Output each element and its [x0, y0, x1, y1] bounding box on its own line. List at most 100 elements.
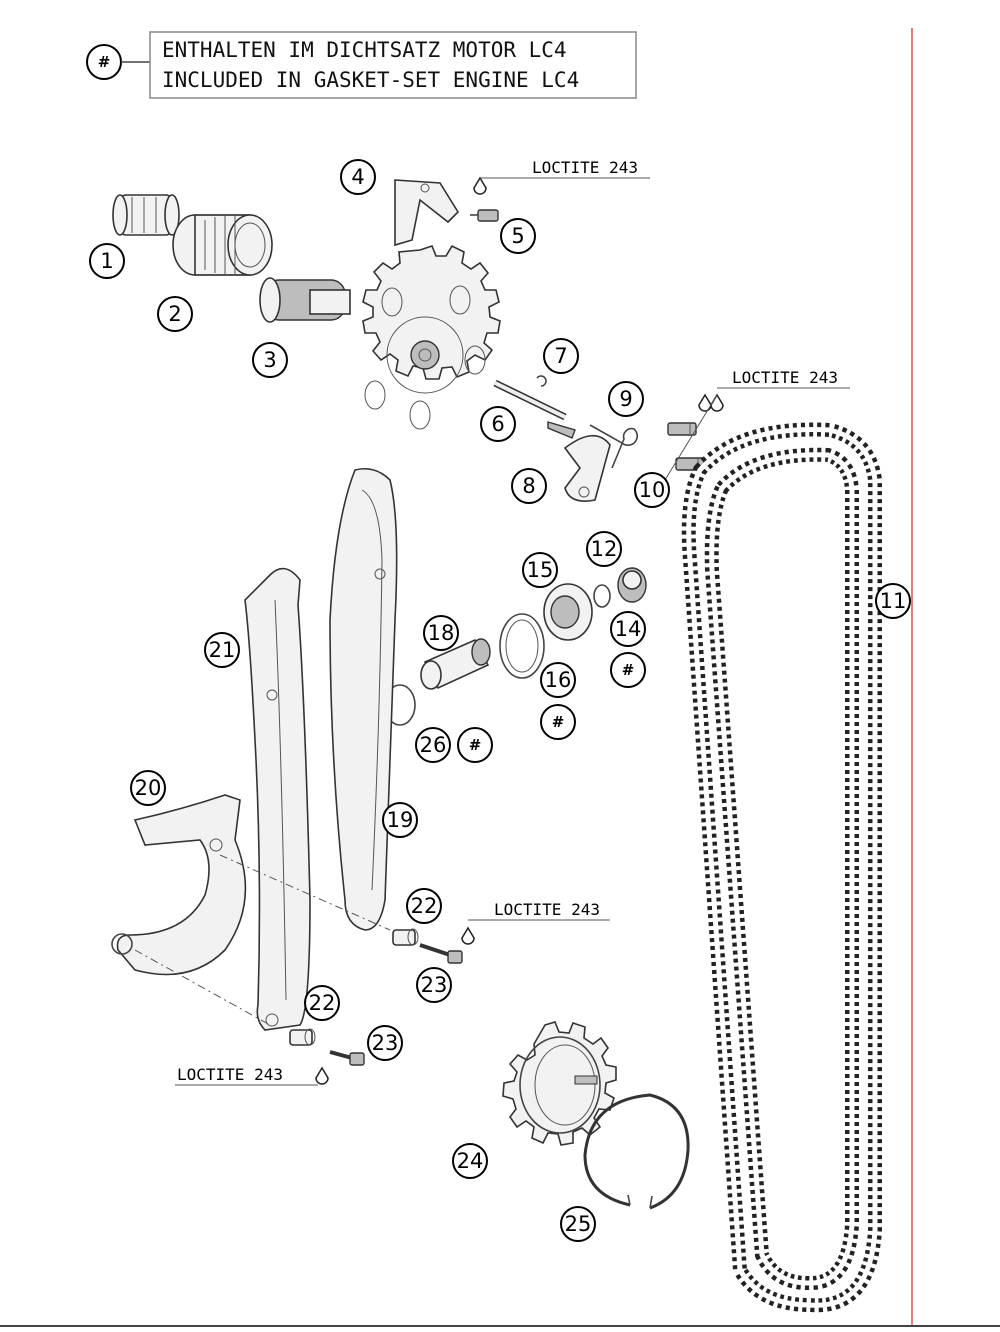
- part-lever: [394, 179, 460, 247]
- callout-14: 14: [610, 611, 646, 647]
- loctite-label-top: LOCTITE 243: [473, 158, 650, 195]
- svg-text:7: 7: [554, 344, 567, 368]
- part-ring-14: [593, 584, 611, 608]
- callout-8: 8: [511, 468, 547, 504]
- svg-text:12: 12: [591, 537, 618, 561]
- legend-hash-symbol: #: [98, 53, 111, 71]
- loctite-text-right: LOCTITE 243: [732, 368, 838, 387]
- part-plunger-18: [420, 638, 491, 690]
- svg-text:16: 16: [545, 668, 572, 692]
- loctite-label-middle: LOCTITE 243: [461, 900, 610, 945]
- part-tensioner-housing-15: [543, 583, 593, 641]
- callout-12: 12: [586, 531, 622, 567]
- callout-15: 15: [522, 552, 558, 588]
- part-guide-rail: [244, 567, 311, 1031]
- svg-text:#: #: [552, 713, 565, 731]
- svg-text:#: #: [622, 661, 635, 679]
- callout-22-upper: 22: [406, 888, 442, 924]
- callout-24: 24: [452, 1143, 488, 1179]
- svg-text:18: 18: [428, 621, 455, 645]
- loctite-text-middle: LOCTITE 243: [494, 900, 600, 919]
- callout-14-hash: #: [610, 652, 646, 688]
- part-plug-12: [617, 567, 647, 603]
- callout-22-lower: 22: [304, 985, 340, 1021]
- callout-16-hash: #: [540, 704, 576, 740]
- callout-7: 7: [543, 338, 579, 374]
- callout-1: 1: [89, 243, 125, 279]
- callout-21: 21: [204, 632, 240, 668]
- svg-text:9: 9: [619, 387, 632, 411]
- svg-text:19: 19: [387, 808, 414, 832]
- part-bushing-22-lower: [289, 1028, 316, 1046]
- part-shaft: [493, 379, 576, 439]
- callout-9: 9: [608, 381, 644, 417]
- part-shoe: [563, 434, 611, 502]
- callout-19: 19: [382, 802, 418, 838]
- part-tensioning-rail: [329, 467, 398, 931]
- part-screw-23-lower: [329, 1050, 365, 1066]
- callout-16: 16: [540, 662, 576, 698]
- callout-2: 2: [157, 296, 193, 332]
- part-bolt-10a: [667, 422, 697, 436]
- legend-box: [149, 31, 637, 99]
- svg-text:4: 4: [351, 165, 364, 189]
- callout-20: 20: [130, 770, 166, 806]
- svg-text:24: 24: [457, 1149, 484, 1173]
- callout-26: 26: [415, 727, 451, 763]
- svg-text:11: 11: [880, 589, 907, 613]
- part-guide-bracket: [111, 794, 247, 976]
- loctite-text-bottom: LOCTITE 243: [177, 1065, 283, 1084]
- callout-26-hash: #: [457, 727, 493, 763]
- legend-line-1: ENTHALTEN IM DICHTSATZ MOTOR LC4: [162, 38, 567, 62]
- legend: # ENTHALTEN IM DICHTSATZ MOTOR LC4 INCLU…: [86, 31, 637, 99]
- callout-23-lower: 23: [367, 1025, 403, 1061]
- callout-10: 10: [634, 472, 670, 508]
- part-camshaft-sprocket: [259, 244, 501, 430]
- callout-6: 6: [480, 406, 516, 442]
- svg-text:8: 8: [522, 474, 535, 498]
- svg-text:15: 15: [527, 558, 554, 582]
- part-bushing-22-upper: [392, 928, 419, 946]
- callout-3: 3: [252, 342, 288, 378]
- svg-text:14: 14: [615, 617, 642, 641]
- part-spring: [589, 424, 638, 469]
- svg-text:22: 22: [411, 894, 438, 918]
- alignment-dash-2: [134, 949, 271, 1026]
- part-timing-chain: [681, 422, 882, 1313]
- part-circlip: [583, 1093, 690, 1210]
- svg-text:25: 25: [565, 1212, 592, 1236]
- callout-5: 5: [500, 218, 536, 254]
- part-seal-16: [499, 613, 545, 679]
- loctite-text-top: LOCTITE 243: [532, 158, 638, 177]
- part-bearing-ring: [172, 214, 273, 276]
- legend-line-2: INCLUDED IN GASKET-SET ENGINE LC4: [162, 68, 579, 92]
- alignment-dash-1: [219, 854, 391, 931]
- svg-text:3: 3: [263, 348, 276, 372]
- sprocket-gear: [362, 244, 501, 380]
- callout-4: 4: [340, 159, 376, 195]
- part-crank-sprocket: [502, 1021, 617, 1146]
- svg-text:22: 22: [309, 991, 336, 1015]
- svg-text:23: 23: [372, 1031, 399, 1055]
- part-needle-bearing-small: [112, 194, 180, 236]
- callout-23-upper: 23: [416, 967, 452, 1003]
- svg-text:1: 1: [100, 249, 113, 273]
- svg-text:6: 6: [491, 412, 504, 436]
- svg-text:26: 26: [420, 733, 447, 757]
- svg-text:10: 10: [639, 478, 666, 502]
- part-screw-5: [470, 209, 499, 222]
- svg-text:23: 23: [421, 973, 448, 997]
- svg-text:21: 21: [209, 638, 236, 662]
- callout-11: 11: [875, 583, 911, 619]
- svg-text:2: 2: [168, 302, 181, 326]
- svg-text:5: 5: [511, 224, 524, 248]
- svg-text:#: #: [469, 736, 482, 754]
- svg-text:20: 20: [135, 776, 162, 800]
- part-clip: [536, 375, 547, 387]
- callout-25: 25: [560, 1206, 596, 1242]
- part-screw-23-upper: [419, 943, 463, 964]
- callout-18: 18: [423, 615, 459, 651]
- loctite-label-bottom: LOCTITE 243: [175, 1065, 329, 1086]
- loctite-label-right: LOCTITE 243: [664, 368, 850, 481]
